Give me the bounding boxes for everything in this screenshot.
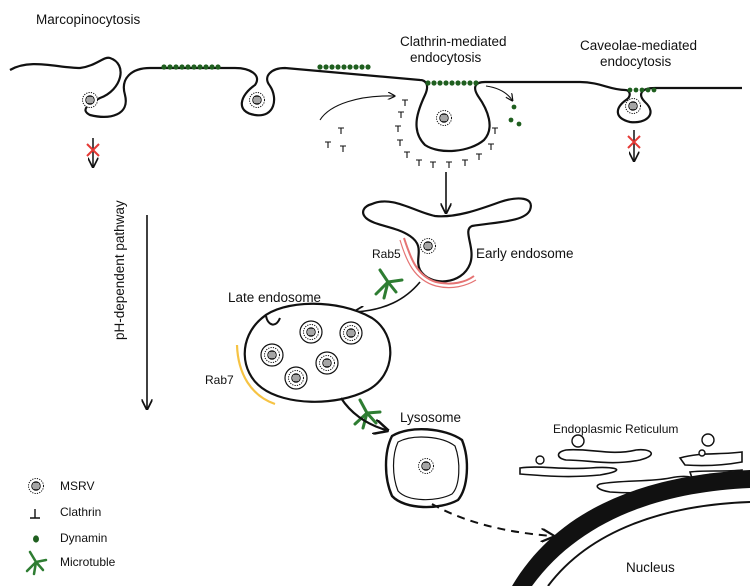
legend-label-microtubule: Microtuble xyxy=(60,555,116,569)
msrv-particle-macropinosome xyxy=(81,91,99,109)
rab5-label: Rab5 xyxy=(372,247,401,261)
rab7-marker xyxy=(235,344,276,406)
macropinocytosis-block-mark xyxy=(86,143,100,157)
legend: MSRV Clathrin Dynamin Microtuble xyxy=(25,477,116,576)
dynamin-band-2 xyxy=(317,64,371,70)
legend-label-clathrin: Clathrin xyxy=(60,505,101,519)
msrv-icon xyxy=(27,477,45,495)
free-clathrin xyxy=(325,127,346,152)
caveolae-label-line2: endocytosis xyxy=(600,54,672,69)
macropinocytosis-label: Marcopinocytosis xyxy=(36,12,141,27)
msrv-in-vesicle-1 xyxy=(302,323,320,341)
free-dynamin xyxy=(508,104,522,127)
dynamin-band-4 xyxy=(627,87,657,93)
msrv-particle-pit xyxy=(248,91,266,109)
msrv-in-vesicle-5 xyxy=(287,369,305,387)
clathrin-recruit-arrow xyxy=(319,96,394,121)
clathrin-label-line1: Clathrin-mediated xyxy=(400,34,507,49)
rab7-label: Rab7 xyxy=(205,373,234,387)
microtubule-icon xyxy=(25,550,48,576)
msrv-particle-lysosome xyxy=(417,457,435,475)
msrv-in-vesicle-2 xyxy=(342,324,360,342)
microtubule-1 xyxy=(374,268,404,300)
caveolae-block-mark xyxy=(627,135,641,149)
ph-pathway-label: pH-dependent pathway xyxy=(112,200,127,340)
msrv-particle-early-endosome xyxy=(419,237,437,255)
early-endosome-label: Early endosome xyxy=(476,246,574,261)
dynamin-icon xyxy=(33,535,39,543)
legend-label-msrv: MSRV xyxy=(60,479,94,493)
clathrin-label-line2: endocytosis xyxy=(410,50,482,65)
rab5-marker xyxy=(403,237,475,285)
er-vesicles xyxy=(535,433,715,465)
early-endosome xyxy=(362,197,532,283)
dynamin-release-arrow xyxy=(485,85,512,100)
legend-label-dynamin: Dynamin xyxy=(60,531,107,545)
clathrin-coat xyxy=(395,99,498,168)
msrv-in-vesicle-3 xyxy=(263,346,281,364)
er-label: Endoplasmic Reticulum xyxy=(553,422,678,436)
microtubule-2 xyxy=(353,398,382,430)
caveolae-label-line1: Caveolae-mediated xyxy=(580,38,697,53)
msrv-particle-caveola xyxy=(624,97,642,115)
msrv-particle-clathrin-pit xyxy=(435,109,453,127)
late-to-lysosome-arrow xyxy=(340,397,386,430)
msrv-in-vesicle-4 xyxy=(318,354,336,372)
nucleus-label: Nucleus xyxy=(626,560,675,575)
lysosome-label: Lysosome xyxy=(400,410,461,425)
late-endosome-label: Late endosome xyxy=(228,290,321,305)
dynamin-band-1 xyxy=(161,64,221,70)
to-nucleus-dashed-arrow xyxy=(431,503,552,536)
clathrin-icon xyxy=(30,509,40,519)
dynamin-band-3 xyxy=(425,80,479,86)
early-to-late-arrow xyxy=(355,281,421,312)
